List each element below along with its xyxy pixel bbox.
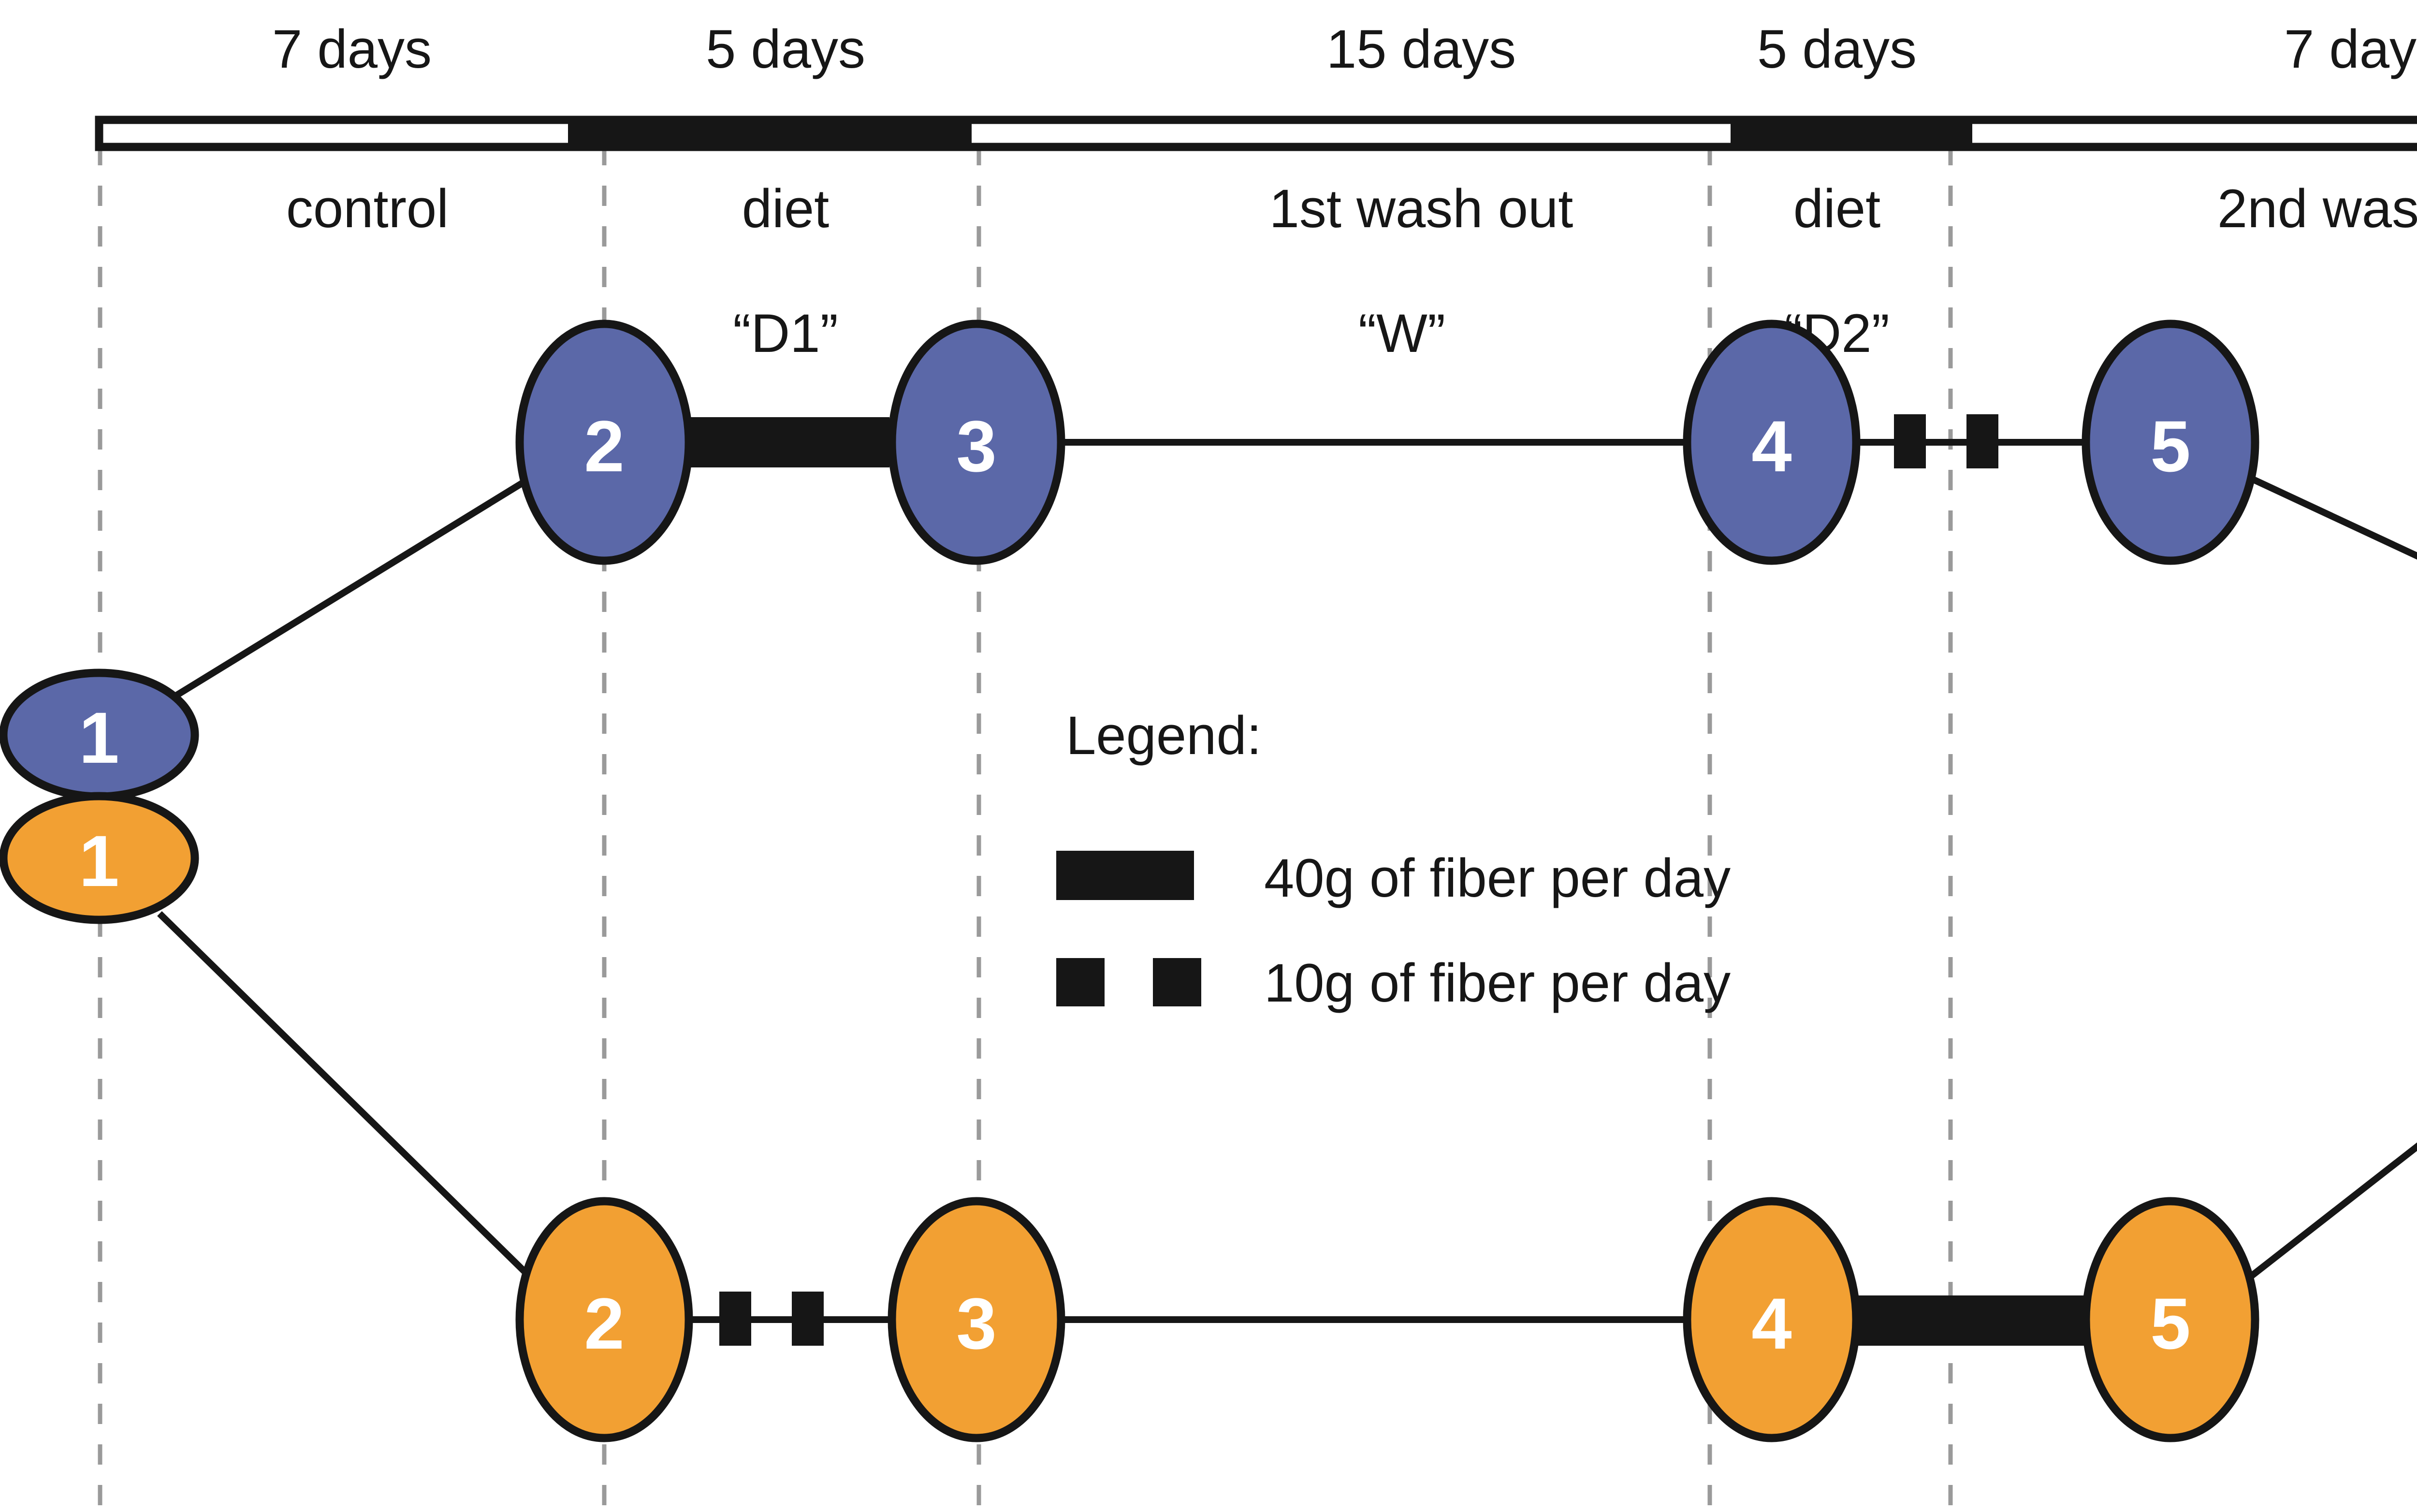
arm-blue-edges: [158, 414, 2417, 709]
duration-label-diet1: 5 days: [706, 19, 865, 79]
node-blue-3[interactable]: 3: [888, 320, 1065, 565]
node-orange-5[interactable]: 5: [2082, 1197, 2259, 1442]
edge-blue-2-3-solid: [677, 417, 889, 467]
edge-orange-2-3-dash-a: [719, 1292, 751, 1346]
arm-blue-nodes: 1 2 3 4 5 6: [0, 320, 2259, 801]
legend-swatch-low-fiber: [1056, 958, 1201, 1006]
edge-blue-4-5-dash-b: [1966, 414, 1998, 468]
timeline-bar: [95, 116, 2417, 151]
node-blue-1[interactable]: 1: [0, 669, 199, 801]
edge-orange-1-2: [157, 911, 539, 1286]
node-blue-2-label: 2: [584, 406, 624, 487]
node-blue-2[interactable]: 2: [515, 320, 693, 565]
phase-label-washout2: 2nd wash out: [2217, 178, 2417, 239]
phase-labels: control diet 1st wash out diet 2nd wash …: [286, 178, 2417, 239]
timeline-segment-diet2: [1731, 116, 1972, 151]
legend-label-low-fiber: 10g of fiber per day: [1264, 953, 1731, 1013]
edge-orange-2-3-dash-b: [792, 1292, 824, 1346]
node-orange-5-label: 5: [2150, 1283, 2190, 1364]
edge-blue-1-2: [158, 468, 543, 709]
duration-label-washout1: 15 days: [1326, 19, 1516, 79]
phase-label-control: control: [286, 178, 449, 239]
node-orange-4[interactable]: 4: [1683, 1197, 1861, 1442]
node-orange-3[interactable]: 3: [888, 1197, 1065, 1442]
edge-orange-4-5-solid: [1847, 1295, 2088, 1346]
node-orange-4-label: 4: [1751, 1283, 1791, 1364]
node-blue-1-label: 1: [79, 697, 119, 778]
node-orange-2[interactable]: 2: [515, 1197, 693, 1442]
legend-label-high-fiber: 40g of fiber per day: [1264, 848, 1731, 908]
node-orange-1-label: 1: [79, 820, 119, 901]
timeline-segment-diet1: [568, 116, 972, 151]
phase-label-washout1: 1st wash out: [1269, 178, 1573, 239]
duration-label-washout2: 7 days: [2284, 19, 2417, 79]
arm-orange-nodes: 1 2 3 4 5 6: [0, 792, 2259, 1442]
node-orange-3-label: 3: [956, 1283, 996, 1364]
legend: Legend: 40g of fiber per day 10g of fibe…: [1056, 705, 1731, 1013]
node-blue-4-label: 4: [1751, 406, 1791, 487]
timeline-bar-outline: [95, 116, 2417, 151]
legend-title: Legend:: [1066, 705, 1262, 766]
code-label-w: “W”: [1358, 303, 1445, 363]
code-label-d1: “D1”: [733, 303, 838, 363]
edge-blue-5-6: [2234, 468, 2417, 560]
node-blue-5-label: 5: [2150, 406, 2190, 487]
legend-swatch-high-fiber: [1056, 851, 1194, 900]
arm-orange-edges: [157, 911, 2417, 1346]
phase-label-diet1: diet: [742, 178, 830, 239]
node-orange-1[interactable]: 1: [0, 792, 199, 924]
edge-blue-4-5-dash-a: [1894, 414, 1926, 468]
phase-label-diet2: diet: [1793, 178, 1881, 239]
node-orange-2-label: 2: [584, 1283, 624, 1364]
duration-label-diet2: 5 days: [1757, 19, 1917, 79]
node-blue-5[interactable]: 5: [2082, 320, 2259, 565]
node-blue-3-label: 3: [956, 406, 996, 487]
duration-label-control: 7 days: [272, 19, 432, 79]
edge-orange-5-6: [2233, 1142, 2417, 1291]
node-blue-4[interactable]: 4: [1683, 320, 1861, 565]
duration-labels: 7 days 5 days 15 days 5 days 7 days: [272, 19, 2417, 79]
